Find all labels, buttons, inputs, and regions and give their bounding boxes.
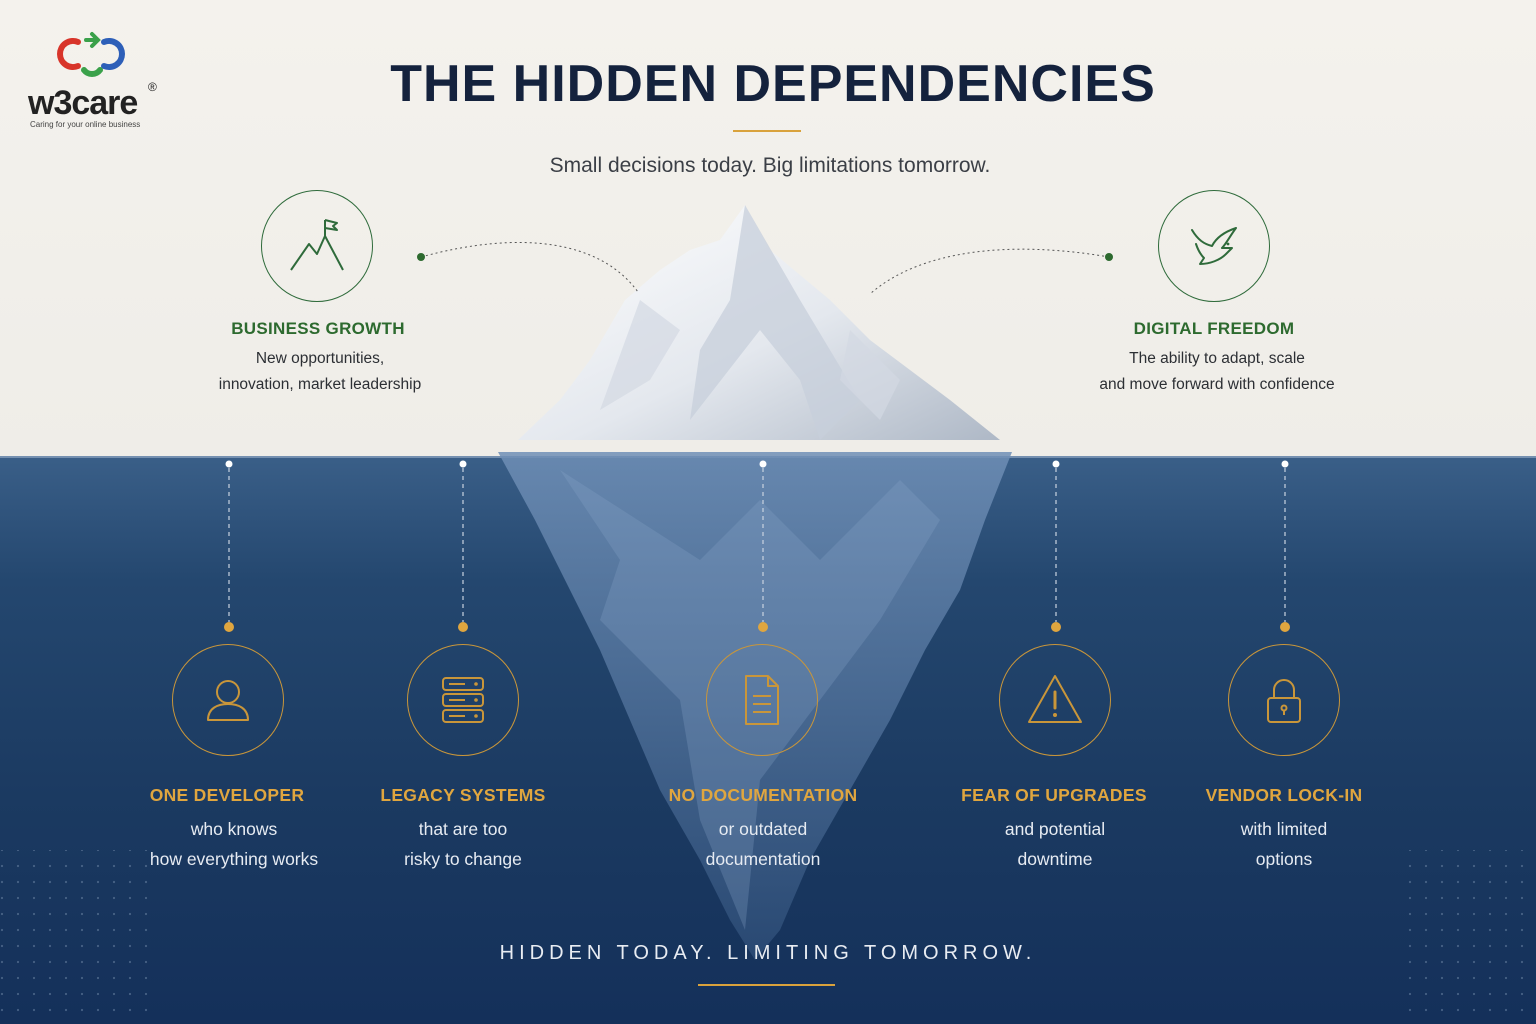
page-subtitle: Small decisions today. Big limitations t… [549, 154, 991, 177]
footer-divider [698, 984, 835, 986]
legacy-systems-title: LEGACY SYSTEMS [380, 785, 546, 805]
digital-freedom-ring [1158, 190, 1270, 302]
digital-freedom-badge [1158, 190, 1270, 302]
digital-freedom-line-1: The ability to adapt, scale [1129, 350, 1305, 367]
title-divider [733, 130, 801, 132]
connector-dot-business-growth [417, 253, 425, 261]
legacy-systems-line-1: that are too [418, 819, 508, 839]
no-documentation-badge [706, 644, 818, 756]
vendor-lock-in-description: with limited options [1159, 814, 1409, 874]
no-documentation-title: NO DOCUMENTATION [668, 785, 858, 805]
one-developer-badge [172, 644, 284, 756]
business-growth-description: New opportunities, innovation, market le… [150, 346, 490, 398]
legacy-systems-ring [407, 644, 519, 756]
logo-registered-mark: ® [148, 80, 157, 94]
no-documentation-line-2: documentation [705, 849, 821, 869]
business-growth-title: BUSINESS GROWTH [231, 319, 405, 338]
page-title: THE HIDDEN DEPENDENCIES [390, 55, 1156, 113]
fear-of-upgrades-badge [999, 644, 1111, 756]
vendor-lock-in-line-2: options [1255, 849, 1313, 869]
footer-tagline: HIDDEN TODAY. LIMITING TOMORROW. [499, 942, 1037, 964]
fear-of-upgrades-line-1: and potential [1004, 819, 1106, 839]
iceberg-shadow-facets [690, 205, 860, 440]
connector-business-growth [420, 241, 639, 293]
dot-pattern-right [1400, 850, 1536, 1024]
vendor-lock-in-line-1: with limited [1240, 819, 1328, 839]
drop-line-3 [758, 460, 768, 632]
business-growth-badge [261, 190, 373, 302]
vendor-lock-in-title: VENDOR LOCK-IN [1205, 785, 1363, 805]
fear-of-upgrades-title: FEAR OF UPGRADES [961, 785, 1147, 805]
fear-of-upgrades-line-2: downtime [1017, 849, 1093, 869]
iceberg-light-facets [600, 300, 900, 420]
logo-tagline: Caring for your online business [30, 120, 141, 129]
digital-freedom-description: The ability to adapt, scale and move for… [1040, 346, 1394, 398]
vendor-lock-in-ring [1228, 644, 1340, 756]
logo-wordmark: w3care [28, 84, 138, 122]
business-growth-line-1: New opportunities, [255, 350, 385, 367]
mountain-flag-icon [290, 219, 344, 271]
connector-digital-freedom [869, 248, 1110, 295]
server-icon [442, 677, 484, 723]
dot-pattern-left [0, 850, 150, 1024]
fear-of-upgrades-ring [999, 644, 1111, 756]
drop-line-5 [1280, 460, 1290, 632]
logo-rings-icon [57, 32, 125, 77]
business-growth-line-2: innovation, market leadership [218, 376, 422, 393]
digital-freedom-title: DIGITAL FREEDOM [1133, 319, 1295, 338]
legacy-systems-badge [407, 644, 519, 756]
vendor-lock-in-badge [1228, 644, 1340, 756]
one-developer-line-2: how everything works [149, 849, 319, 869]
connector-dot-digital-freedom [1105, 253, 1113, 261]
legacy-systems-description: that are too risky to change [338, 814, 588, 874]
one-developer-line-1: who knows [190, 819, 278, 839]
w3care-logo[interactable]: w3care ® Caring for your online business [26, 30, 176, 130]
drop-line-1 [224, 460, 234, 632]
one-developer-ring [172, 644, 284, 756]
legacy-systems-line-2: risky to change [404, 849, 522, 869]
fear-of-upgrades-description: and potential downtime [930, 814, 1180, 874]
no-documentation-description: or outdated documentation [638, 814, 888, 874]
drop-line-2 [458, 460, 468, 632]
no-documentation-ring [706, 644, 818, 756]
bird-icon [1191, 227, 1237, 265]
digital-freedom-line-2: and move forward with confidence [1099, 376, 1335, 393]
one-developer-description: who knows how everything works [109, 814, 359, 874]
user-icon [207, 680, 249, 721]
lock-icon [1267, 679, 1301, 723]
business-growth-ring [261, 190, 373, 302]
warning-icon [1028, 675, 1082, 723]
no-documentation-line-1: or outdated [718, 819, 808, 839]
document-icon [745, 675, 779, 725]
one-developer-title: ONE DEVELOPER [149, 785, 305, 805]
drop-line-4 [1051, 460, 1061, 632]
